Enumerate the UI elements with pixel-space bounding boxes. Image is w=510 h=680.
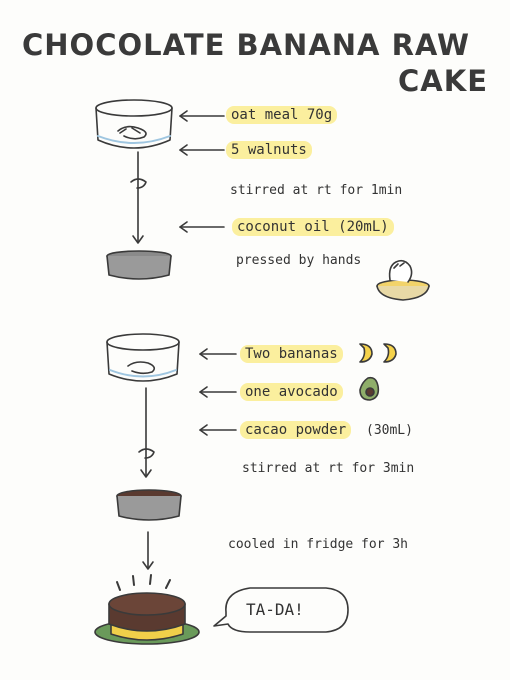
cacao-powder-label: cacao powder — [240, 421, 352, 439]
speech-bubble-icon — [213, 587, 349, 633]
recipe-title-cake: CAKE — [398, 64, 489, 98]
mixing-bowl-2-icon — [106, 333, 180, 382]
hand-pressing-icon — [376, 259, 430, 301]
filling-stir-step: stirred at rt for 3min — [242, 461, 415, 476]
stir-arrow-1-icon — [130, 151, 147, 244]
ta-da-text: TA-DA! — [246, 600, 304, 619]
bananas-label: Two bananas — [240, 345, 343, 363]
crust-tray-icon — [106, 250, 172, 280]
crust-stir-step: stirred at rt for 1min — [230, 183, 403, 198]
chocolate-tray-icon — [116, 489, 182, 521]
press-step: pressed by hands — [236, 253, 362, 268]
cool-arrow-icon — [142, 531, 154, 570]
banana-icon — [359, 343, 397, 363]
oat-meal-label: oat meal 70g — [226, 106, 338, 124]
stir-arrow-2-icon — [138, 387, 155, 478]
ingredient-arrows-icon — [179, 110, 237, 436]
cool-step: cooled in fridge for 3h — [228, 537, 409, 552]
recipe-title: CHOCOLATE BANANA RAW — [22, 28, 471, 62]
mixing-bowl-1-icon — [95, 99, 173, 149]
cacao-amount: (30mL) — [366, 423, 413, 438]
finished-cake-icon — [94, 574, 200, 645]
avocado-label: one avocado — [240, 383, 343, 401]
avocado-icon — [359, 376, 380, 401]
walnuts-label: 5 walnuts — [226, 141, 312, 159]
coconut-oil-label: coconut oil (20mL) — [232, 218, 394, 236]
